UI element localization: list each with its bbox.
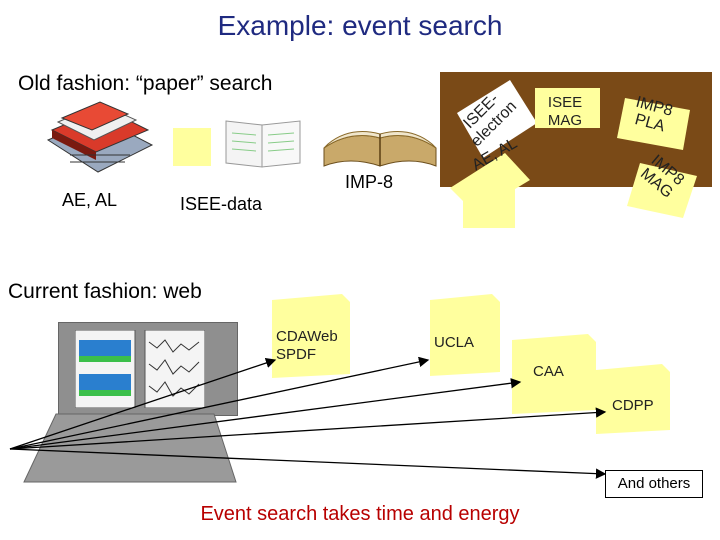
laptop-plots [75, 330, 205, 408]
card-caa: CAA [533, 363, 564, 380]
arrow-to-others [9, 448, 607, 479]
card-cdaweb-spdf: CDAWeb SPDF [276, 328, 356, 364]
laptop-base [23, 413, 237, 483]
card-ucla: UCLA [434, 334, 475, 351]
board-note-isee-mag: ISEE MAG [545, 94, 585, 130]
current-fashion-heading: Current fashion: web [8, 280, 202, 303]
arrow-to-cdaweb [9, 357, 277, 450]
slide-title: Example: event search [217, 10, 503, 41]
cdaweb-line2: SPDF [276, 346, 317, 363]
arrow-to-cdpp [9, 407, 607, 450]
old-fashion-heading: Old fashion: “paper” search [18, 72, 273, 95]
isee-mag-line2: MAG [547, 112, 583, 129]
open-notebook-illustration [225, 120, 301, 168]
open-book-illustration [323, 131, 437, 167]
cdaweb-line1: CDAWeb [276, 328, 338, 345]
label-imp8: IMP-8 [345, 172, 394, 192]
card-cdpp: CDPP [612, 397, 654, 414]
isee-mag-line1: ISEE [547, 94, 583, 111]
arrow-to-ucla [9, 356, 430, 450]
label-isee-data: ISEE-data [180, 194, 263, 214]
label-ae-al: AE, AL [62, 190, 118, 210]
sticky-note-1 [173, 128, 211, 166]
footer-statement: Event search takes time and energy [200, 503, 520, 525]
and-others-box: And others [605, 470, 703, 498]
arrow-to-caa [9, 378, 522, 450]
binder-illustration [46, 101, 154, 173]
web-source-cards [272, 294, 670, 434]
board-stickies [450, 80, 697, 228]
